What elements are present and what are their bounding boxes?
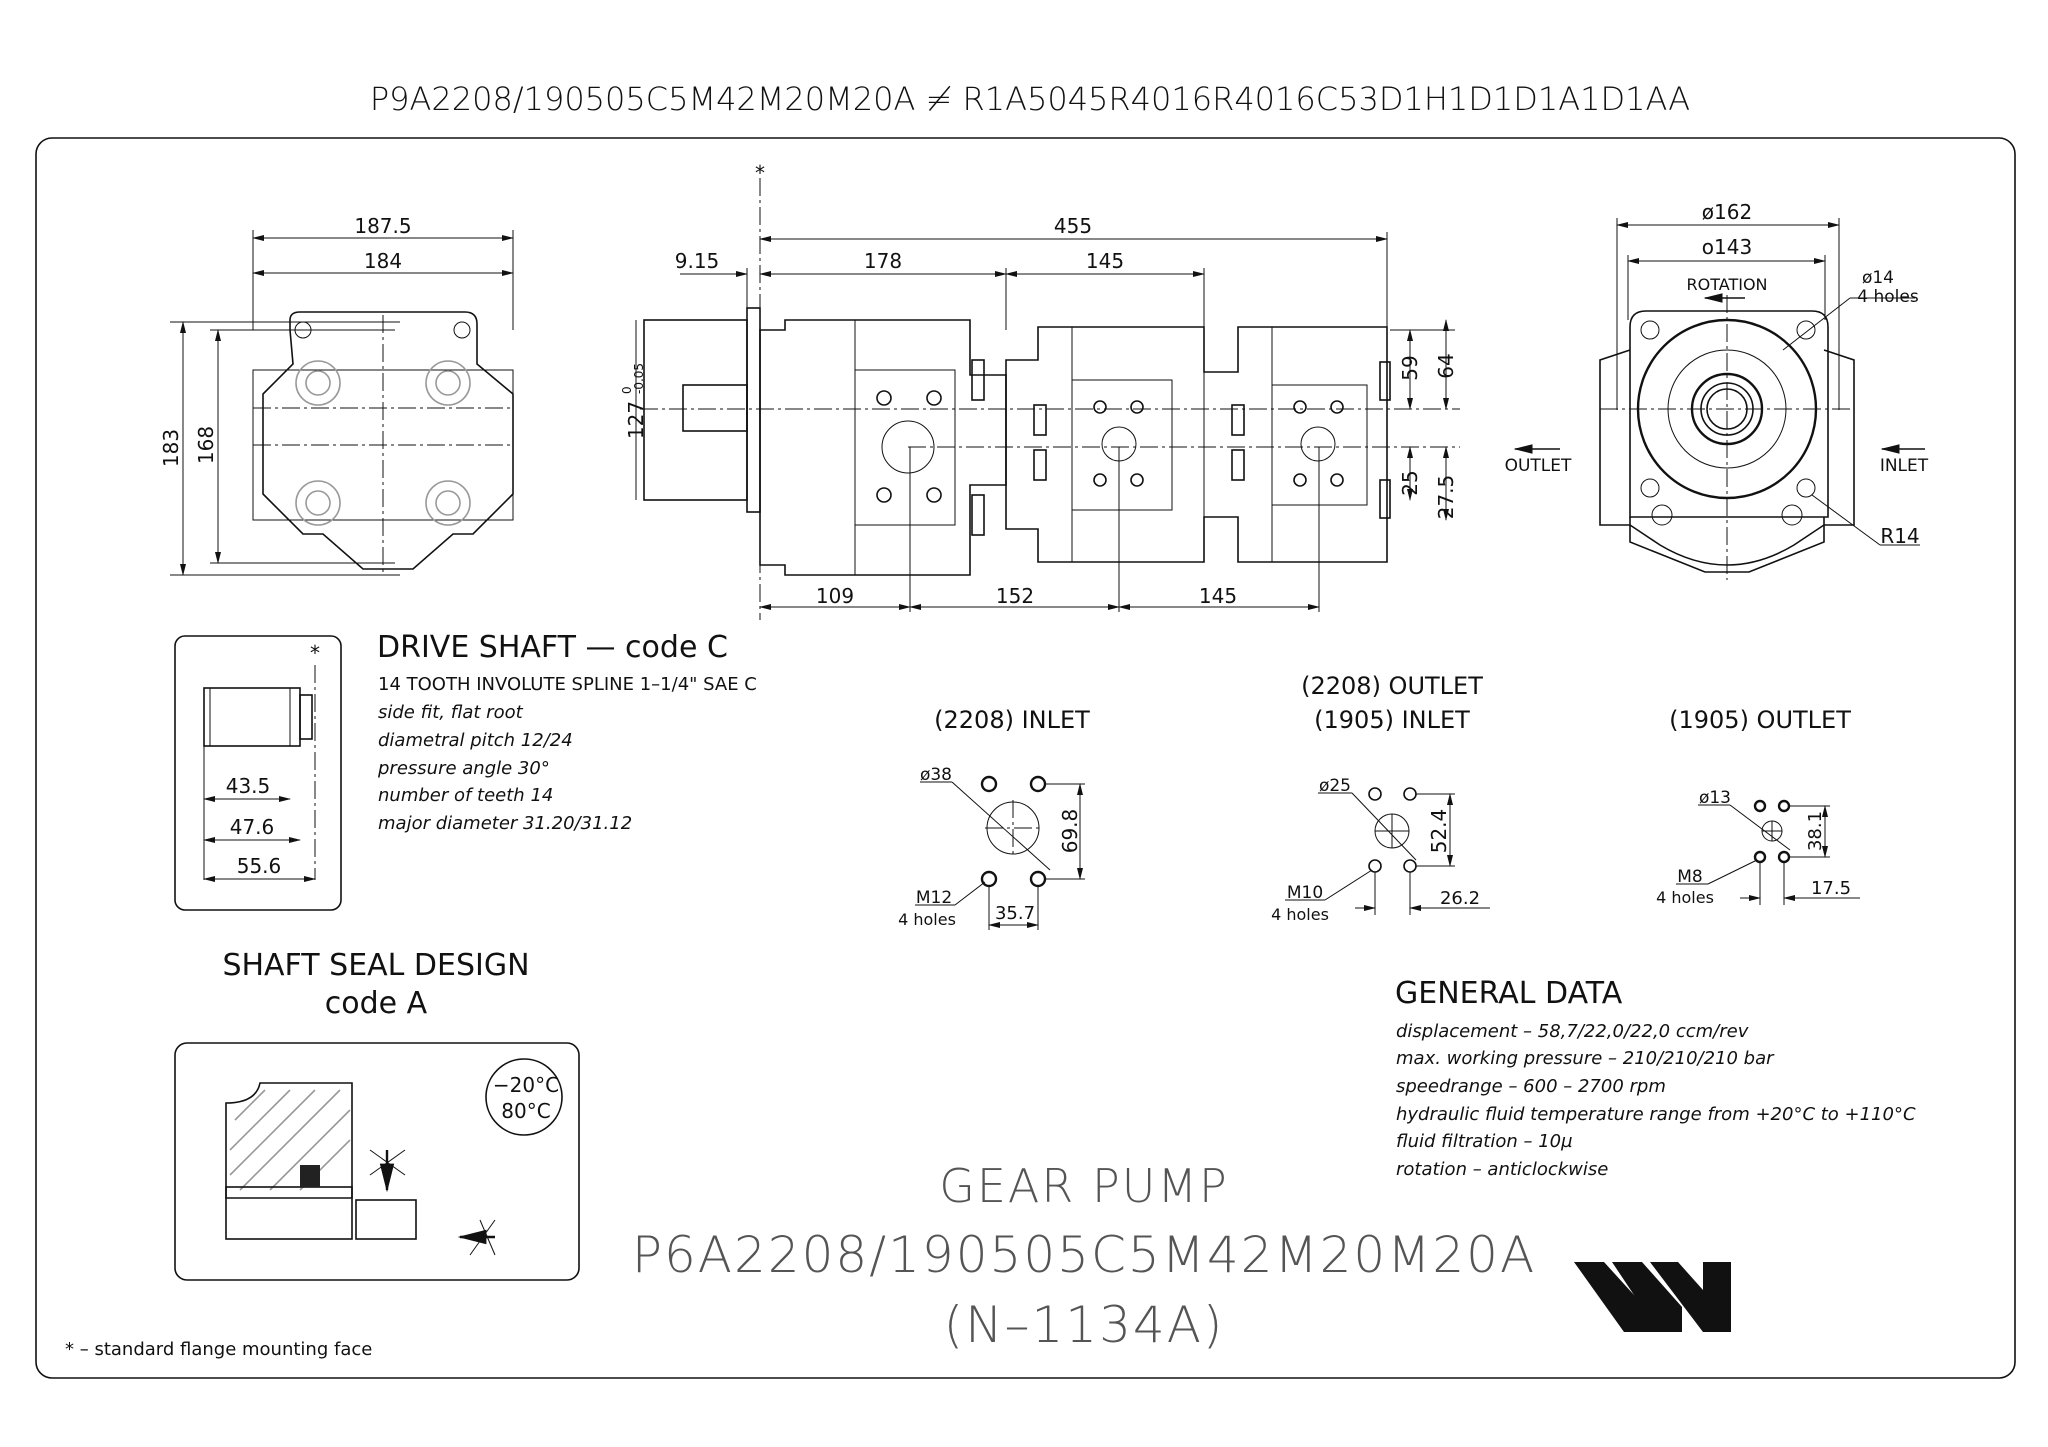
dim-109: 109: [816, 584, 854, 608]
dim-184: 184: [364, 249, 402, 273]
shaft-dim-55-6: 55.6: [237, 854, 282, 878]
port-v-dim: 52.4: [1427, 809, 1451, 854]
drive-shaft-line: number of teeth 14: [378, 785, 553, 806]
general-data-line: rotation – anticlockwise: [1396, 1159, 1608, 1180]
drive-shaft-line: diametral pitch 12/24: [378, 730, 573, 751]
port-holes: 4 holes: [1271, 905, 1329, 924]
general-data-line: fluid filtration – 10µ: [1396, 1131, 1573, 1152]
radius-label: R14: [1880, 524, 1919, 548]
shaft-seal-code: code A: [325, 986, 428, 1021]
dim-9-15: 9.15: [675, 249, 720, 273]
port-h-dim: 17.5: [1811, 878, 1851, 899]
hole-dia-label: ø14: [1862, 268, 1894, 288]
port-dia: ø25: [1319, 776, 1351, 796]
port-h-dim: 26.2: [1440, 888, 1480, 909]
dim-64: 64: [1434, 353, 1458, 378]
port-heading: (1905) OUTLET: [1669, 706, 1851, 734]
port-v-dim: 69.8: [1058, 809, 1082, 854]
flange-mark: *: [755, 161, 765, 185]
drive-shaft-line: 14 TOOTH INVOLUTE SPLINE 1–1/4" SAE C: [378, 674, 757, 695]
shaft-seal-section: SHAFT SEAL DESIGN code A −20°C 80°C: [174, 948, 580, 1281]
seal-temp-low: −20°C: [493, 1073, 559, 1097]
port-holes: 4 holes: [898, 910, 956, 929]
port-h-dim: 35.7: [995, 903, 1035, 924]
dim-dia-143: o143: [1702, 235, 1752, 259]
general-data-line: displacement – 58,7/22,0/22,0 ccm/rev: [1396, 1021, 1749, 1042]
dim-59: 59: [1398, 355, 1422, 380]
port-holes: 4 holes: [1656, 888, 1714, 907]
shaft-seal-title: SHAFT SEAL DESIGN: [222, 948, 529, 983]
dim-27-5: 27.5: [1434, 475, 1458, 520]
dim-dia-162: ø162: [1702, 200, 1752, 224]
rear-view: 187.5 184 183 168: [159, 214, 514, 576]
side-view: * 455 9.15 178 145: [620, 161, 1460, 620]
dim-127-tol-lower: -0.05: [632, 363, 646, 394]
dim-127: 127: [624, 401, 648, 439]
company-logo: [1574, 1262, 1731, 1332]
shaft-dim-47-6: 47.6: [230, 815, 275, 839]
port-heading: (1905) INLET: [1314, 706, 1470, 734]
dim-127-tol-upper: 0: [620, 386, 634, 394]
front-view: ø162 o143 ROTATION ø14 4 holes R14 OUTLE…: [1505, 200, 1929, 580]
port-dia: ø13: [1699, 788, 1731, 808]
port-dia: ø38: [920, 765, 952, 785]
drive-shaft-mark: *: [310, 641, 320, 665]
rotation-label: ROTATION: [1687, 275, 1768, 294]
port-2208-outlet-1905-inlet: (2208) OUTLET (1905) INLET 52.4 ø25 M10 …: [1271, 672, 1490, 924]
seal-temp-high: 80°C: [501, 1099, 550, 1123]
dim-145-bottom: 145: [1199, 584, 1237, 608]
general-data-line: speedrange – 600 – 2700 rpm: [1396, 1076, 1666, 1097]
dim-145-top: 145: [1086, 249, 1124, 273]
drive-shaft-title: DRIVE SHAFT — code C: [377, 630, 728, 665]
port-thread: M12: [916, 888, 952, 908]
dim-25: 25: [1398, 470, 1422, 495]
dim-168: 168: [194, 426, 218, 464]
shaft-dim-43-5: 43.5: [226, 774, 271, 798]
port-1905-outlet: (1905) OUTLET 38.1 ø13 M8 4 holes 17.5: [1656, 706, 1860, 907]
general-data-line: max. working pressure – 210/210/210 bar: [1396, 1048, 1775, 1069]
port-2208-inlet: (2208) INLET 69.8 ø38 M12 4 holes 35.7: [898, 706, 1090, 930]
general-data: GENERAL DATA displacement – 58,7/22,0/22…: [1395, 976, 1916, 1180]
dim-152: 152: [996, 584, 1034, 608]
product-model: P6A2208/190505C5M42M20M20A: [632, 1226, 1536, 1284]
general-data-line: hydraulic fluid temperature range from +…: [1396, 1104, 1916, 1125]
dim-455: 455: [1054, 214, 1092, 238]
port-thread: M10: [1287, 883, 1323, 903]
footnote: * – standard flange mounting face: [65, 1339, 372, 1360]
port-v-dim: 38.1: [1805, 811, 1826, 851]
product-name: GEAR PUMP: [939, 1159, 1229, 1213]
outlet-label: OUTLET: [1505, 456, 1572, 476]
drawing-frame: [35, 137, 2016, 1379]
port-thread: M8: [1677, 867, 1702, 887]
drive-shaft-line: side fit, flat root: [378, 702, 524, 723]
header-code-line: P9A2208/190505C5M42M20M20A ≠ R1A5045R401…: [370, 80, 1690, 118]
port-heading: (2208) INLET: [934, 706, 1090, 734]
drive-shaft-line: pressure angle 30°: [377, 758, 550, 779]
drive-shaft-section: * 43.5 47.6 55.6 DRIVE SHAFT — code C 14…: [174, 630, 757, 911]
port-heading: (2208) OUTLET: [1301, 672, 1483, 700]
drawing-number: (N–1134A): [944, 1296, 1225, 1354]
general-data-title: GENERAL DATA: [1395, 976, 1623, 1011]
dim-187-5: 187.5: [354, 214, 411, 238]
inlet-label: INLET: [1880, 456, 1929, 476]
drive-shaft-line: major diameter 31.20/31.12: [378, 813, 632, 834]
dim-178: 178: [864, 249, 902, 273]
dim-183: 183: [159, 429, 183, 467]
hole-count-label: 4 holes: [1857, 287, 1919, 307]
